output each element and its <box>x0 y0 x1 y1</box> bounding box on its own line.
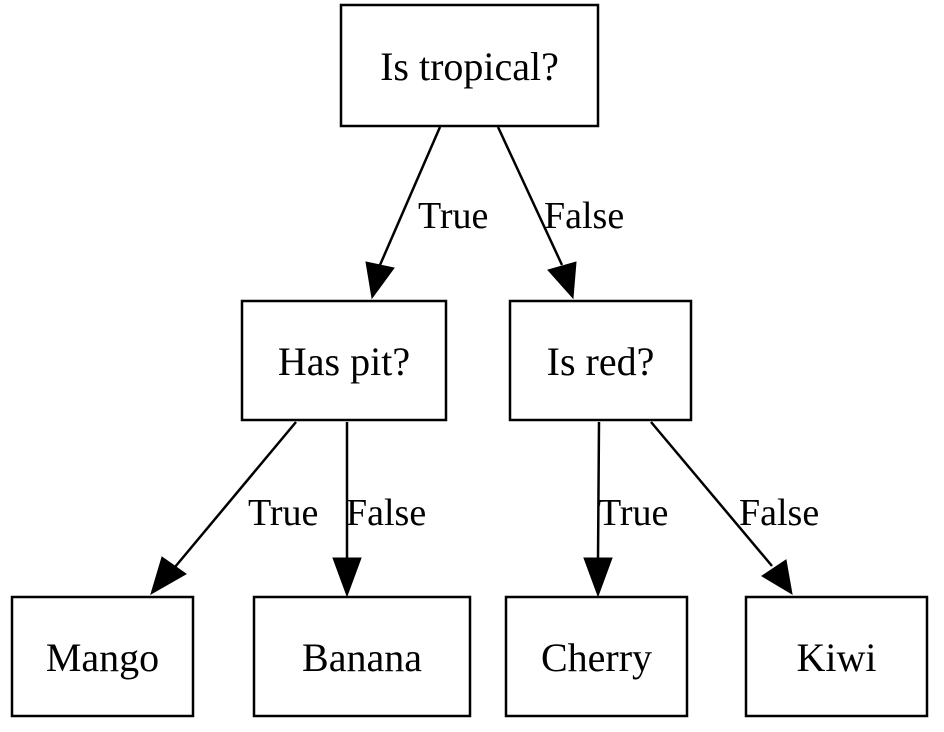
edge-has-pit-to-banana: False <box>332 422 426 598</box>
edge-is-tropical-to-is-red: False <box>496 126 624 300</box>
node-label-banana: Banana <box>302 635 422 680</box>
edge-label-false: False <box>739 492 819 534</box>
node-has-pit: Has pit? <box>240 299 448 422</box>
node-banana: Banana <box>252 595 472 718</box>
edge-label-true: True <box>418 195 488 237</box>
node-label-has-pit: Has pit? <box>278 339 410 384</box>
node-label-is-red: Is red? <box>547 339 655 384</box>
node-cherry: Cherry <box>504 595 689 718</box>
edge-label-false: False <box>544 195 624 237</box>
node-label-mango: Mango <box>46 635 159 680</box>
edge-label-false: False <box>346 492 426 534</box>
node-kiwi: Kiwi <box>744 595 929 718</box>
edge-is-tropical-to-has-pit: True <box>365 126 488 300</box>
edge-is-red-to-cherry: True <box>583 421 668 598</box>
edge-label-true: True <box>598 492 668 534</box>
node-label-cherry: Cherry <box>541 635 652 680</box>
node-is-tropical: Is tropical? <box>339 3 600 128</box>
node-is-red: Is red? <box>508 299 693 422</box>
node-label-is-tropical: Is tropical? <box>380 44 559 89</box>
node-mango: Mango <box>10 595 195 718</box>
edge-label-true: True <box>248 492 318 534</box>
node-label-kiwi: Kiwi <box>797 635 877 680</box>
edge-is-red-to-kiwi: False <box>650 421 819 595</box>
edge-has-pit-to-mango: True <box>150 421 318 596</box>
